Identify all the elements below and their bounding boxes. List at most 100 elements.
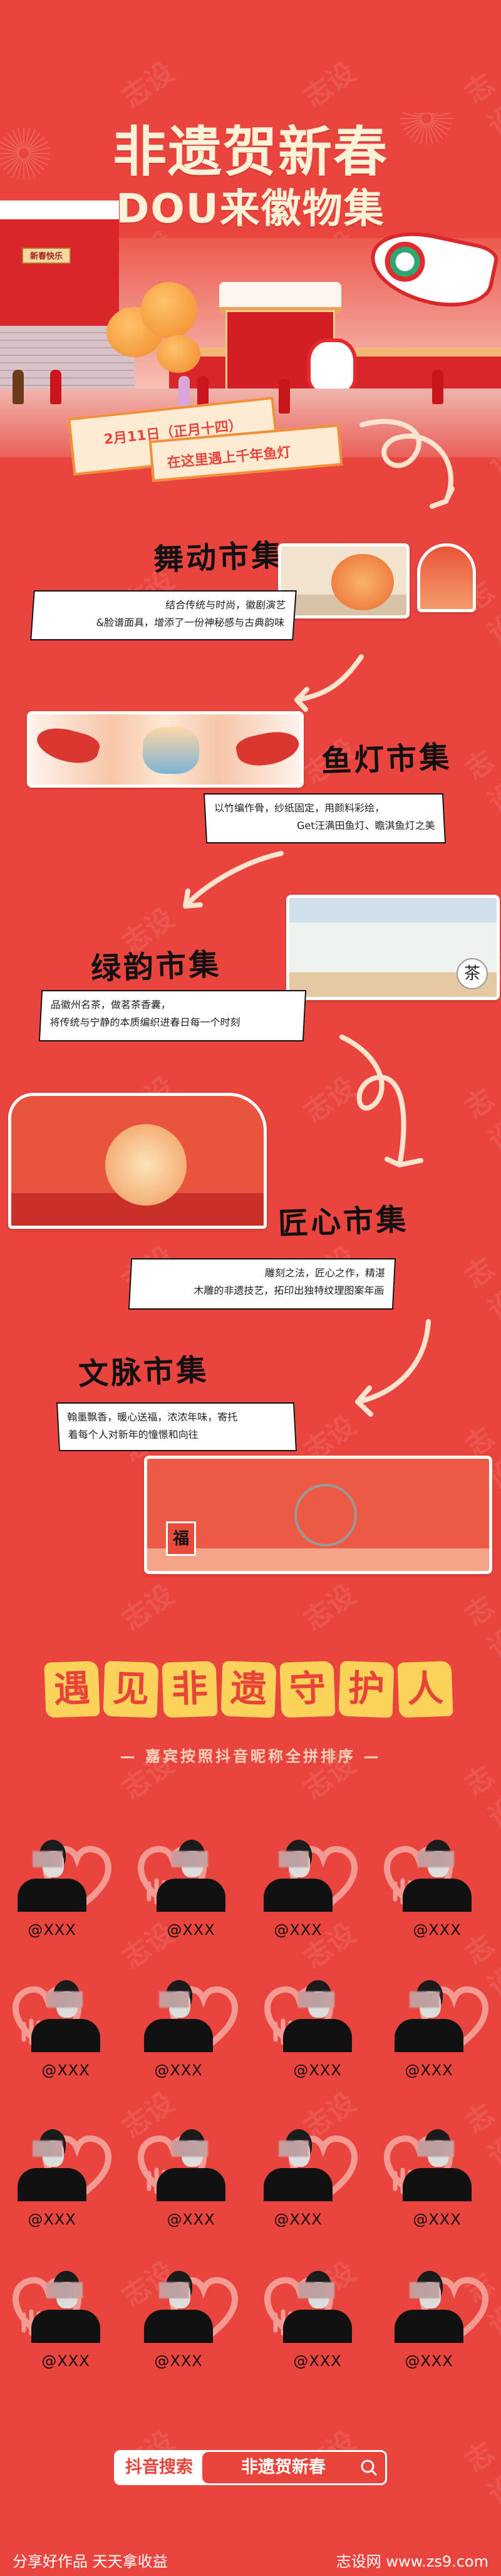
market-description-fish-lantern: 以竹编作骨，纱纸固定，用颜料彩绘， Get汪满田鱼灯、瞻淇鱼灯之美 xyxy=(203,793,447,843)
guest-card: @XXX xyxy=(144,1980,257,2079)
guest-card: @XXX xyxy=(395,1980,501,2079)
market-description-dance: 结合传统与时尚，徽剧演艺 &脸谱面具，增添了一份神秘感与古典韵味 xyxy=(30,590,297,640)
search-query: 非遗贺新春 xyxy=(241,2458,326,2477)
guest-card: @XXX xyxy=(18,2129,130,2228)
face-blur xyxy=(279,2141,309,2157)
face-blur xyxy=(46,1991,83,2008)
arrow-icon xyxy=(294,654,364,712)
heading-character: 遇 xyxy=(44,1661,100,1718)
lion-dance-figure xyxy=(307,338,357,395)
face-blur xyxy=(172,1851,208,1867)
heading-character: 见 xyxy=(103,1661,159,1718)
arrow-icon xyxy=(359,419,453,504)
face-blur xyxy=(279,1851,309,1867)
fireworks-decoration xyxy=(0,113,453,180)
market-description-culture: 翰墨飘香，暖心送福，浓浓年味，寄托 着每个人对新年的憧憬和向往 xyxy=(56,1402,297,1451)
guest-card: @XXX xyxy=(264,1840,376,1939)
guest-avatar xyxy=(264,1840,333,1912)
footer-slogan: 分享好作品 天天拿收益 xyxy=(13,2553,168,2570)
guest-card: @XXX xyxy=(12,2271,144,2370)
guest-handle: @XXX xyxy=(274,1921,323,1939)
guest-handle: @XXX xyxy=(41,2062,90,2079)
guest-avatar xyxy=(264,2129,333,2201)
market-title-dance: 舞动市集 xyxy=(153,538,285,578)
face-blur xyxy=(418,2141,454,2157)
search-icon[interactable] xyxy=(360,2459,378,2476)
heading-character: 人 xyxy=(397,1661,453,1718)
opera-mask-display-image xyxy=(417,543,476,612)
guest-avatar xyxy=(395,1980,463,2052)
guest-card: @XXX xyxy=(137,2129,269,2228)
face-blur xyxy=(298,1991,334,2008)
guest-avatar xyxy=(403,1840,472,1912)
description-line: 雕刻之法，匠心之作，精湛 xyxy=(264,1267,386,1279)
fish-lantern-booth-image xyxy=(27,711,304,788)
hero-title: 非遗贺新春 xyxy=(113,121,388,184)
description-line: Get汪满田鱼灯、瞻淇鱼灯之美 xyxy=(296,820,436,832)
face-blur xyxy=(159,2282,189,2298)
description-line: 结合传统与时尚，徽剧演艺 xyxy=(165,599,286,611)
guest-avatar xyxy=(283,2271,352,2343)
description-line: 品徽州名茶，做茗茶香囊， xyxy=(50,999,172,1011)
market-title-culture: 文脉市集 xyxy=(78,1352,210,1392)
face-blur xyxy=(410,1991,440,2008)
watermark-text: 志设 xyxy=(116,1578,180,1637)
arrow-icon xyxy=(183,851,284,909)
guest-handle: @XXX xyxy=(405,2062,453,2079)
guest-avatar xyxy=(157,2129,225,2201)
guest-handle: @XXX xyxy=(154,2352,203,2370)
arrow-icon xyxy=(355,1319,431,1417)
description-line: 着每个人对新年的憧憬和向往 xyxy=(68,1429,199,1441)
market-title-green: 绿韵市集 xyxy=(90,947,222,987)
guest-avatar xyxy=(283,1980,352,2052)
pavilion-sign: 新春快乐 xyxy=(22,248,71,264)
arrow-icon xyxy=(430,486,455,509)
guest-card: @XXX xyxy=(383,1840,501,1939)
culture-market-booth-image: 福 xyxy=(144,1456,492,1574)
heading-character: 护 xyxy=(338,1661,395,1718)
hero-subtitle: DOU来徽物集 xyxy=(116,186,385,232)
guardians-subtitle: — 嘉宾按照抖音昵称全拼排序 — xyxy=(120,1748,381,1765)
heading-character: 遗 xyxy=(220,1661,277,1718)
description-line: 以竹编作骨，纱纸固定，用颜料彩绘， xyxy=(214,802,385,814)
guest-avatar xyxy=(144,2271,213,2343)
description-line: 将传统与宁静的本质编织进春日每一个时刻 xyxy=(49,1016,240,1028)
guest-handle: @XXX xyxy=(413,1921,462,1939)
search-query-field[interactable]: 非遗贺新春 xyxy=(202,2452,385,2483)
guest-card: @XXX xyxy=(395,2271,501,2370)
fu-sign: 福 xyxy=(166,1521,196,1556)
guest-avatar xyxy=(18,1840,86,1912)
guest-card: @XXX xyxy=(144,2271,257,2370)
watermark-text: 志设 xyxy=(297,1578,362,1637)
arrow-icon xyxy=(339,1035,423,1167)
guest-avatar xyxy=(144,1980,213,2052)
douyin-search-bar[interactable]: 抖音搜索 非遗贺新春 xyxy=(114,2450,387,2485)
market-title-craft: 匠心市集 xyxy=(277,1202,410,1242)
tea-sign: 茶 xyxy=(457,958,488,989)
face-blur xyxy=(46,2282,83,2298)
market-title-fish-lantern: 鱼灯市集 xyxy=(321,739,453,780)
watermark-text: 志设 xyxy=(459,1590,501,1666)
guest-handle: @XXX xyxy=(167,2211,215,2228)
face-blur xyxy=(172,2141,208,2157)
guest-handle: @XXX xyxy=(41,2352,90,2370)
guest-avatar xyxy=(18,2129,86,2201)
guest-handle: @XXX xyxy=(28,2211,76,2228)
face-blur xyxy=(159,1991,189,2008)
guest-handle: @XXX xyxy=(405,2352,453,2370)
guest-avatar xyxy=(157,1840,225,1912)
face-blur xyxy=(33,2141,63,2157)
market-description-green: 品徽州名茶，做茗茶香囊， 将传统与宁静的本质编织进春日每一个时刻 xyxy=(38,990,307,1041)
guest-handle: @XXX xyxy=(154,2062,203,2079)
guest-card: @XXX xyxy=(264,2271,396,2370)
face-blur xyxy=(410,2282,440,2298)
guest-handle: @XXX xyxy=(293,2352,342,2370)
heading-character: 守 xyxy=(279,1661,336,1718)
guest-handle: @XXX xyxy=(413,2211,462,2228)
guest-handle: @XXX xyxy=(274,2211,323,2228)
face-blur xyxy=(33,1851,63,1867)
guest-card: @XXX xyxy=(137,1840,269,1939)
market-description-craft: 雕刻之法，匠心之作，精湛 木雕的非遗技艺，拓印出独特纹理图案年画 xyxy=(128,1258,396,1310)
description-line: &脸谱面具，增添了一份神秘感与古典韵味 xyxy=(96,617,285,628)
